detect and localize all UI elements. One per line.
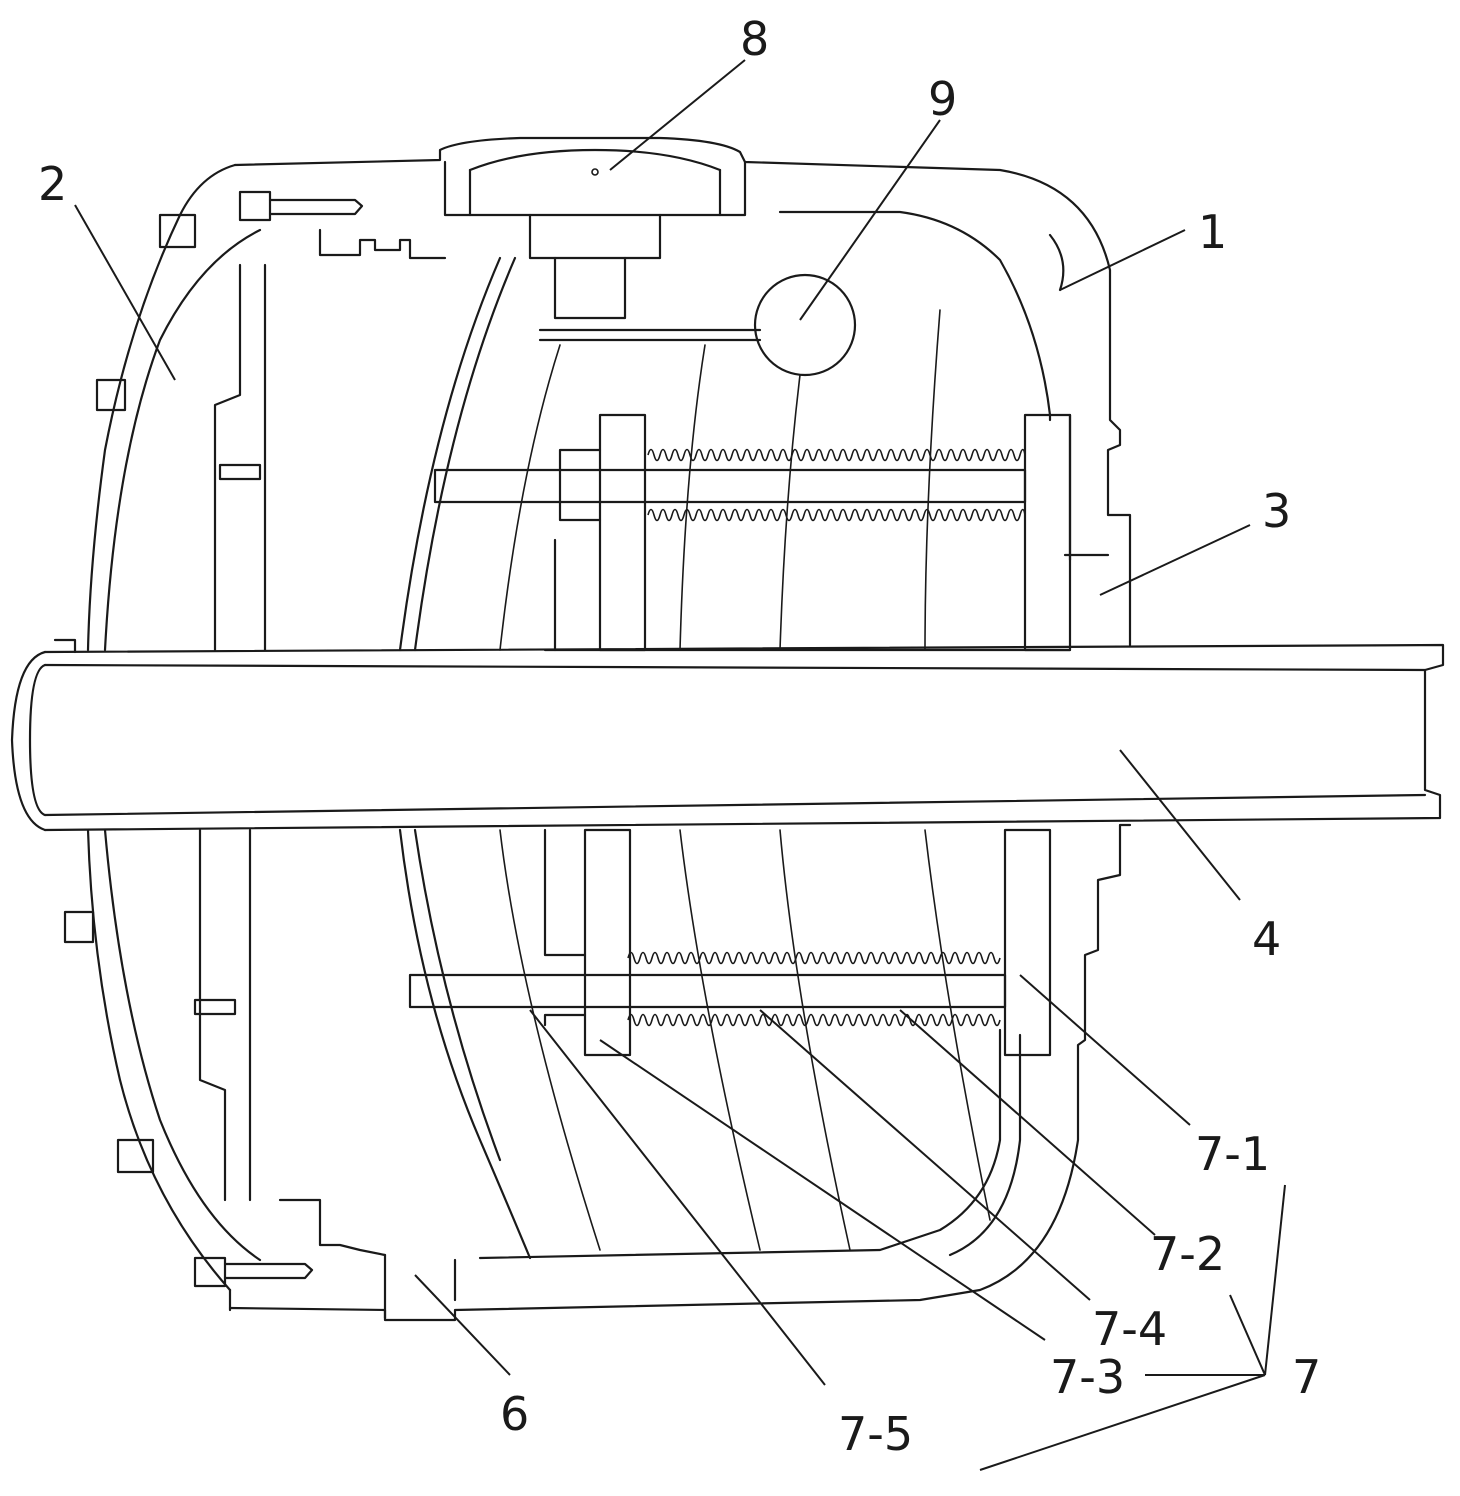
label-7-5: 7-5 bbox=[838, 1407, 913, 1461]
label-9: 9 bbox=[928, 72, 957, 126]
spring-coil bbox=[627, 951, 1001, 965]
inner-drums bbox=[398, 256, 991, 1260]
lower-spring-assembly bbox=[408, 828, 1052, 1057]
label-1: 1 bbox=[1198, 205, 1227, 259]
label-8: 8 bbox=[740, 12, 769, 66]
label-7-1: 7-1 bbox=[1195, 1127, 1270, 1181]
leader-lines bbox=[74, 59, 1286, 1471]
spring-coil bbox=[647, 448, 1026, 462]
upper-spring-bottom bbox=[647, 508, 1026, 522]
label-7-3: 7-3 bbox=[1050, 1350, 1125, 1404]
upper-spring-top bbox=[647, 448, 1026, 462]
label-7-2: 7-2 bbox=[1150, 1227, 1225, 1281]
ball-part-9 bbox=[753, 273, 857, 377]
housing-shell bbox=[228, 136, 1132, 1322]
part-labels: 8 9 2 1 3 4 7-1 7-2 7-4 7-3 7 6 7-5 bbox=[38, 12, 1321, 1461]
label-7: 7 bbox=[1292, 1350, 1321, 1404]
lower-spring-top bbox=[627, 951, 1001, 965]
top-fitting-part-8 bbox=[443, 148, 762, 342]
label-7-4: 7-4 bbox=[1092, 1302, 1167, 1356]
label-6: 6 bbox=[500, 1387, 529, 1441]
label-2: 2 bbox=[38, 157, 67, 211]
lower-spring-bottom bbox=[627, 1013, 1001, 1027]
spring-coil bbox=[627, 1013, 1001, 1027]
label-4: 4 bbox=[1252, 912, 1281, 966]
end-cap-part-2 bbox=[86, 163, 447, 1312]
upper-spring-assembly bbox=[433, 413, 1072, 652]
bolts bbox=[63, 190, 364, 1288]
label-3: 3 bbox=[1262, 484, 1291, 538]
spring-coil bbox=[647, 508, 1026, 522]
shaft-part-4 bbox=[10, 638, 1445, 832]
